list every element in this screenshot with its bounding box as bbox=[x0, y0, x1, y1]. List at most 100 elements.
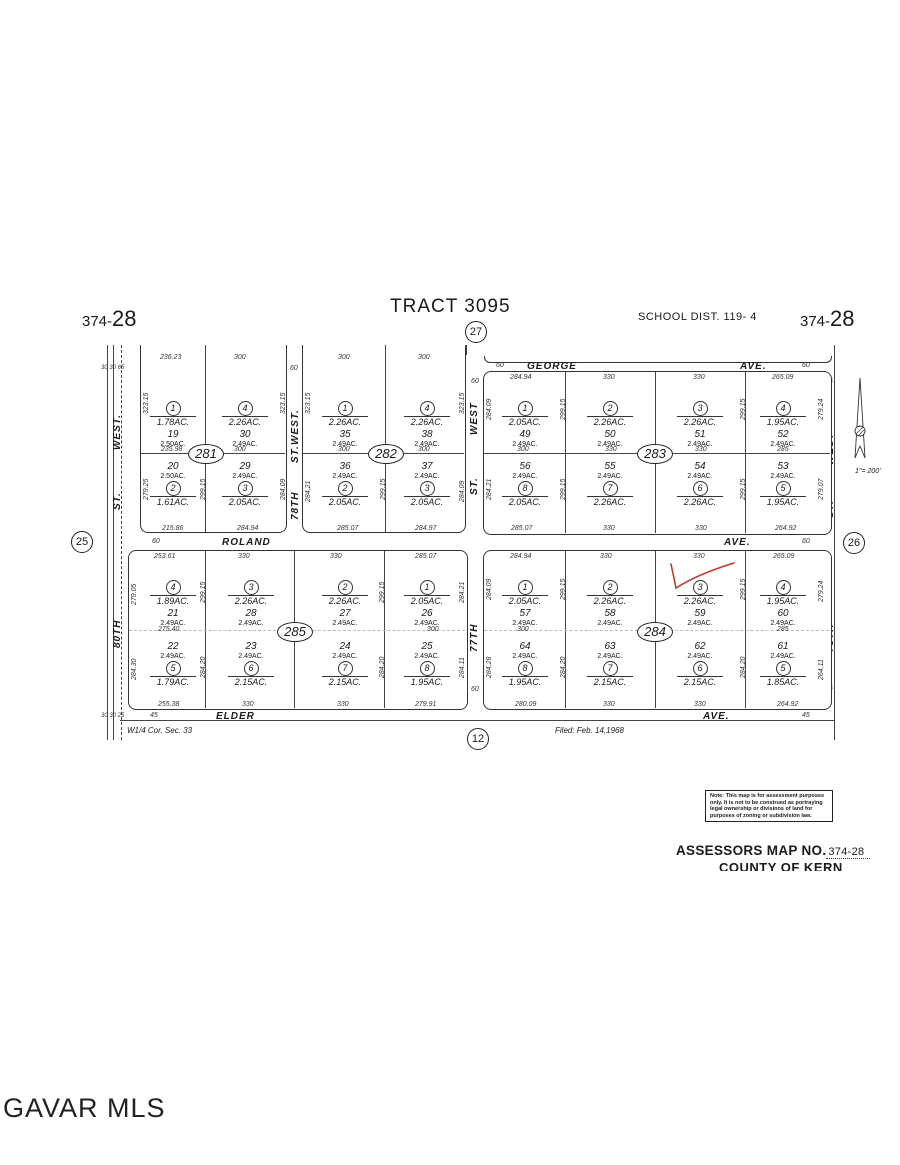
block-281 bbox=[140, 345, 287, 533]
lot-line bbox=[565, 372, 566, 533]
dimension: 330 bbox=[605, 446, 617, 453]
dimension: 300 bbox=[517, 446, 529, 453]
parcel-acres: 2.26AC. bbox=[322, 595, 368, 606]
lot-number: 58 bbox=[604, 608, 616, 620]
assessors-map-number: ASSESSORS MAP NO.374-28 bbox=[676, 843, 871, 859]
map-scale: 1"= 200' bbox=[855, 468, 881, 475]
section-circle-west: 25 bbox=[71, 531, 93, 553]
map-number-right: 374-28 bbox=[800, 306, 855, 331]
block-number-284[interactable]: 284 bbox=[637, 622, 673, 642]
tract-title: TRACT 3095 bbox=[390, 296, 511, 317]
lot-number: 60 bbox=[777, 608, 789, 620]
road-centerline-west bbox=[121, 345, 122, 740]
lot-acres: 2.49AC. bbox=[512, 472, 538, 480]
street-george: GEORGE bbox=[527, 361, 577, 372]
lot-number: 50 bbox=[604, 429, 616, 441]
lot-acres: 2.49AC. bbox=[597, 440, 623, 448]
block-282 bbox=[302, 345, 466, 533]
dimension: 275.40 bbox=[158, 626, 180, 633]
parcel-acres: 1.61AC. bbox=[150, 495, 196, 507]
block-number-285[interactable]: 285 bbox=[277, 622, 313, 642]
block-number-281[interactable]: 281 bbox=[188, 444, 224, 464]
dimension: 330 bbox=[330, 553, 342, 560]
dimension: 215.86 bbox=[162, 525, 184, 532]
parcel-number: 6 bbox=[692, 480, 708, 496]
dimension: 285 bbox=[777, 446, 789, 453]
dimension: 285 bbox=[777, 626, 789, 633]
road-width-label: 60 bbox=[802, 538, 810, 545]
parcel-number: 6 bbox=[692, 660, 708, 676]
street-78th: 78TH bbox=[290, 491, 301, 520]
dimension: 265.09 bbox=[772, 374, 794, 381]
lot-number: 25 bbox=[421, 641, 433, 652]
lot-line bbox=[745, 372, 746, 533]
lot-number: 52 bbox=[777, 429, 789, 441]
lot-number: 26 bbox=[421, 608, 433, 620]
lot-acres: 2.49AC. bbox=[597, 619, 623, 627]
street-77th-st: ST. bbox=[469, 477, 480, 495]
lot-acres: 2.49AC. bbox=[232, 440, 258, 448]
parcel-acres: 1.95AC. bbox=[760, 595, 806, 606]
lot-number: 20 bbox=[167, 461, 179, 472]
dimension: 330 bbox=[337, 701, 349, 708]
dimension: 330 bbox=[600, 553, 612, 560]
lot-number: 63 bbox=[604, 641, 616, 652]
dimension: 330 bbox=[693, 553, 705, 560]
section-line-west bbox=[107, 345, 108, 740]
dimension: 330 bbox=[238, 553, 250, 560]
parcel-acres: 2.15AC. bbox=[228, 675, 274, 687]
parcel-acres: 1.85AC. bbox=[760, 675, 806, 687]
parcel-acres: 2.05AC. bbox=[404, 495, 450, 507]
section-circle-east: 26 bbox=[843, 532, 865, 554]
dimension: 279.91 bbox=[415, 701, 437, 708]
lot-number: 61 bbox=[777, 641, 789, 652]
parcel-number: 5 bbox=[775, 480, 791, 496]
lot-acres: 2.49AC. bbox=[687, 472, 713, 480]
dimension: 284.09 bbox=[280, 478, 287, 500]
lot-number: 37 bbox=[421, 461, 433, 472]
parcel-number: 4 bbox=[237, 401, 253, 416]
road-width-label: 60 bbox=[471, 686, 479, 693]
block-number-282[interactable]: 282 bbox=[368, 444, 404, 464]
parcel-number: 2 bbox=[337, 480, 353, 496]
parcel-number: 4 bbox=[775, 580, 791, 595]
lot-number: 24 bbox=[339, 641, 351, 652]
lot-acres: 2.49AC. bbox=[332, 652, 358, 660]
dimension: 280.09 bbox=[515, 701, 537, 708]
street-80th: 80TH bbox=[112, 619, 123, 648]
lot-acres: 2.49AC. bbox=[512, 440, 538, 448]
block-number-283[interactable]: 283 bbox=[637, 444, 673, 464]
